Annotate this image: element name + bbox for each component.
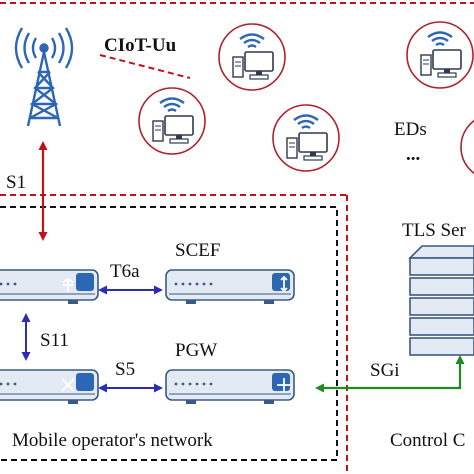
computer-wifi-icon [271, 103, 341, 173]
eds-label: EDs [394, 119, 427, 140]
ciot-uu-label: CIoT-Uu [104, 35, 177, 56]
eds-ellipsis: ... [406, 144, 420, 165]
pgw-device [165, 369, 295, 405]
scef-device [165, 269, 295, 305]
server-rack-icon [408, 245, 474, 356]
s1-label: S1 [6, 172, 26, 193]
scef-label: SCEF [175, 240, 220, 261]
computer-wifi-icon [460, 119, 474, 175]
mobile-network-label: Mobile operator's network [12, 430, 213, 451]
cell-tower-icon [14, 27, 74, 127]
control-center-label: Control C [390, 430, 465, 451]
sgi-link [315, 355, 465, 393]
pgw-label: PGW [175, 340, 217, 361]
sgi-label: SGi [370, 360, 400, 381]
s5-label: S5 [115, 359, 135, 380]
mobile-network-frame [0, 206, 338, 461]
t6a-label: T6a [110, 261, 140, 282]
sgw-device [0, 369, 99, 405]
ciot-uu-link [99, 54, 191, 79]
mme-device [0, 269, 99, 305]
s11-label: S11 [40, 330, 69, 351]
computer-wifi-icon [217, 22, 287, 92]
tls-server-label: TLS Ser [402, 220, 467, 241]
computer-wifi-icon [137, 86, 207, 156]
computer-wifi-icon [405, 20, 474, 90]
